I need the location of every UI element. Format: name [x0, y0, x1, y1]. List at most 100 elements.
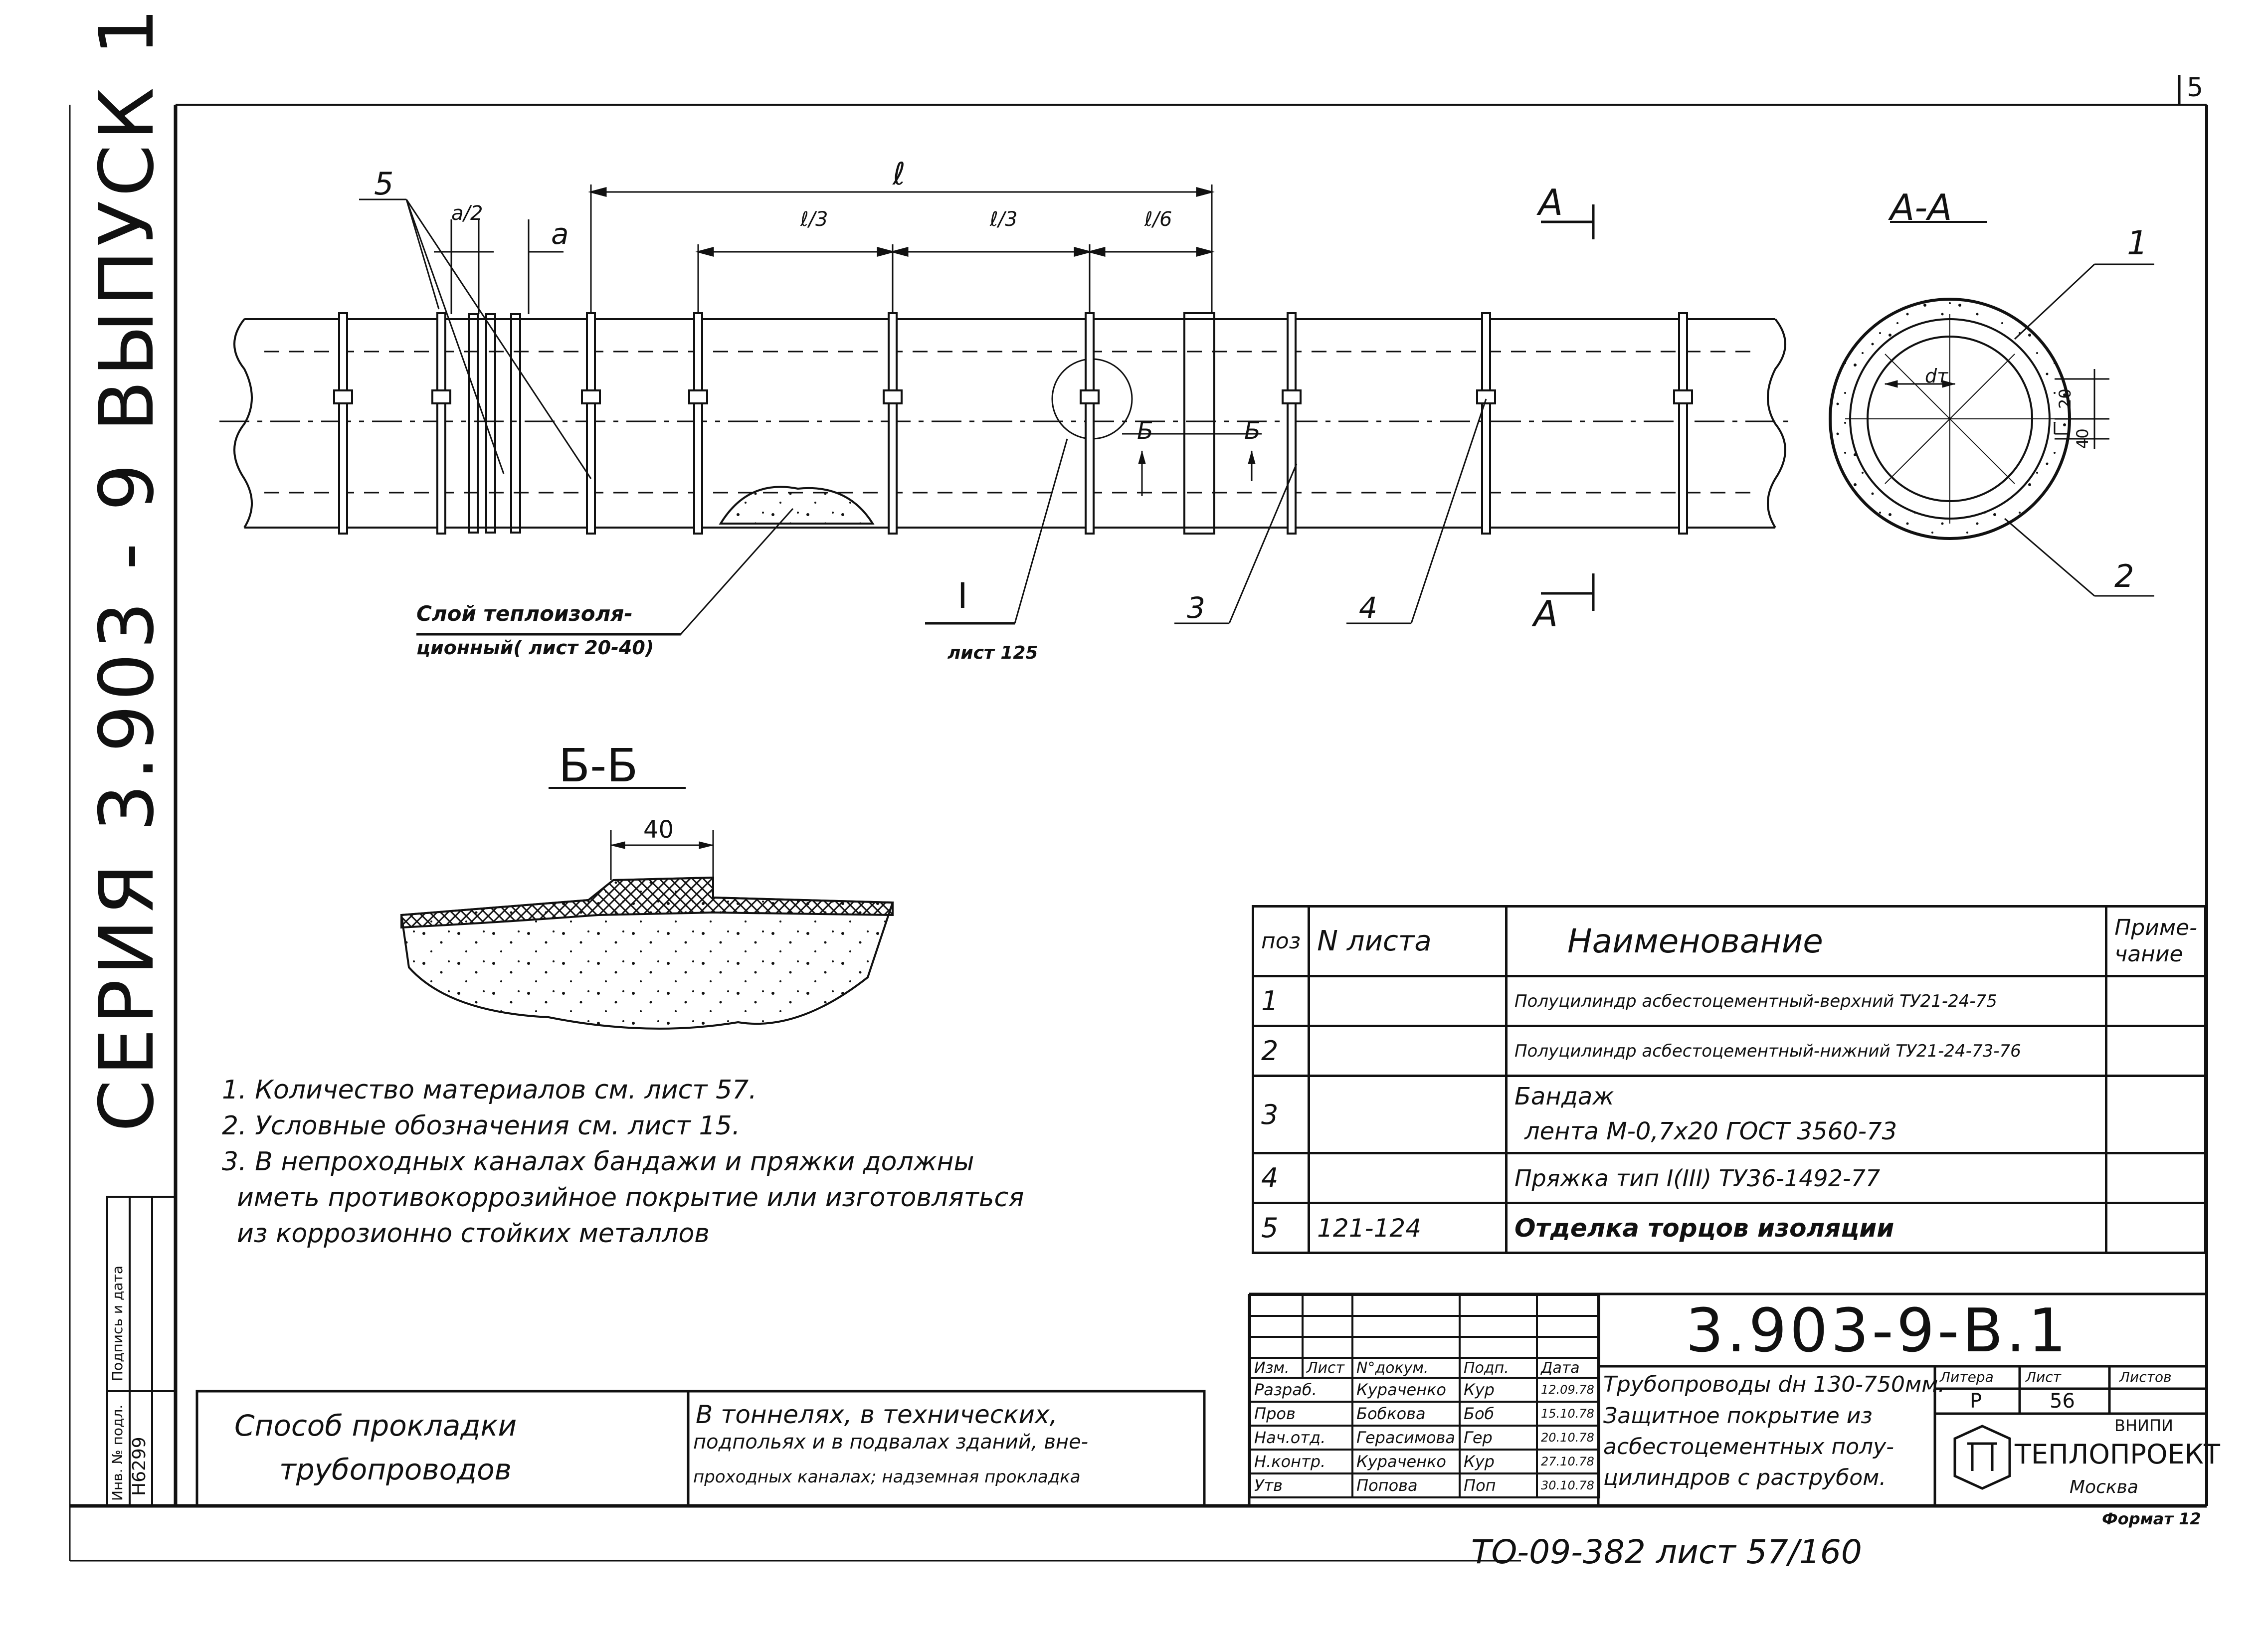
section-mark-b-1: Б	[1137, 417, 1153, 445]
spec-row-note	[2105, 1075, 2207, 1154]
method-value-line2: подпольях и в подвалах зданий, вне-	[693, 1431, 1089, 1454]
spec-row: 4 Пряжка тип I(III) ТУ36-1492-77	[1251, 1152, 2207, 1204]
section-mark-a-bottom: А	[1533, 593, 1558, 635]
dim-l3-1: ℓ/3	[800, 208, 828, 231]
spec-row-note	[2105, 1152, 2207, 1204]
spec-row-name-line1: Пряжка тип I(III) ТУ36-1492-77	[1514, 1164, 1881, 1192]
title-block-code: 3.903-9-В.1	[1686, 1296, 2070, 1366]
tb-staff-role: Пров	[1249, 1401, 1353, 1427]
tb-staff-date: 30.10.78	[1536, 1472, 1600, 1498]
note-2: 2. Условные обозначения см. лист 15.	[222, 1111, 741, 1141]
tb-description-line1: Трубопроводы dн 130-750мм.	[1603, 1372, 1945, 1397]
tb-staff-sign: Гер	[1459, 1425, 1538, 1451]
tb-staff-row: Разраб. Кураченко Кур 12.09.78	[1249, 1377, 1600, 1403]
band-buckle	[1673, 389, 1693, 404]
callout-1: 1	[2127, 224, 2148, 262]
spec-row-pos: 4	[1251, 1152, 1311, 1204]
band-buckle	[688, 389, 708, 404]
tb-staff-row: Нач.отд. Герасимова Гер 20.10.78	[1249, 1425, 1600, 1451]
pipe-band	[338, 312, 348, 535]
spec-header-name: Наименование	[1505, 905, 2108, 977]
section-aa	[1829, 221, 2154, 597]
band-buckle	[1476, 389, 1496, 404]
band-buckle	[333, 389, 353, 404]
spec-row-name-line1: Бандаж	[1514, 1083, 1614, 1111]
tb-header-ndoc: N°докум.	[1351, 1357, 1461, 1379]
tb-staff-role: Н.контр.	[1249, 1449, 1353, 1474]
tb-staff-name: Попова	[1351, 1472, 1461, 1498]
tb-staff-date: 27.10.78	[1536, 1449, 1600, 1474]
tb-description-line3: асбестоцементных полу-	[1603, 1434, 1894, 1460]
spec-row-pos: 5	[1251, 1202, 1311, 1254]
spec-row-sheet: 121-124	[1308, 1202, 1508, 1254]
tb-staff-date: 15.10.78	[1536, 1401, 1600, 1427]
insulation-label-line1: Слой теплоизоля-	[416, 601, 633, 626]
tb-staff-row: Пров Бобкова Боб 15.10.78	[1249, 1401, 1600, 1427]
spec-row-name-line2: лента М-0,7х20 ГОСТ 3560-73	[1524, 1117, 1897, 1145]
spec-row-sheet	[1308, 1075, 1508, 1154]
spec-row-name: Бандаж лента М-0,7х20 ГОСТ 3560-73	[1505, 1075, 2108, 1154]
dim-l: ℓ	[893, 156, 906, 192]
tb-staff-name: Герасимова	[1351, 1425, 1461, 1451]
side-stamp-sign: Подпись и дата	[109, 1266, 126, 1381]
pipe-band	[436, 312, 446, 535]
teploproekt-logo	[1953, 1425, 2011, 1490]
tb-header-list: Лист	[1302, 1357, 1353, 1379]
tb-description-line4: цилиндров с раструбом.	[1603, 1465, 1887, 1490]
section-bb-title: Б-Б	[559, 739, 638, 792]
tb-staff-role: Разраб.	[1249, 1377, 1353, 1403]
spec-row-name-line1: Полуцилиндр асбестоцементный-нижний ТУ21…	[1514, 1041, 2021, 1061]
tb-litera-value: Р	[1970, 1390, 1982, 1413]
pipe-band	[693, 312, 703, 535]
spec-row-sheet	[1308, 1025, 1508, 1077]
tb-staff-role: Утв	[1249, 1472, 1353, 1498]
spec-header-pos: поз	[1251, 905, 1311, 977]
spec-row-pos: 1	[1251, 975, 1311, 1027]
tb-staff-name: Кураченко	[1351, 1449, 1461, 1474]
pipe-band	[1287, 312, 1297, 535]
series-vertical-title: СЕРИЯ 3.903 - 9 ВЫПУСК 1	[84, 4, 171, 1132]
tb-staff-name: Бобкова	[1351, 1401, 1461, 1427]
callout-4: 4	[1359, 591, 1377, 625]
spec-row: 2 Полуцилиндр асбестоцементный-нижний ТУ…	[1251, 1025, 2207, 1077]
tb-staff-name: Кураченко	[1351, 1377, 1461, 1403]
dimension-lines	[434, 184, 1215, 314]
pipe-band	[1085, 312, 1095, 535]
tb-staff-role: Нач.отд.	[1249, 1425, 1353, 1451]
band-buckle	[883, 389, 903, 404]
title-block-header-row: Изм. Лист N°докум. Подп. Дата	[1249, 1357, 1600, 1379]
callout-I: I	[957, 575, 968, 616]
tb-description-line2: Защитное покрытие из	[1603, 1403, 1873, 1429]
spec-header-note-line1: Приме-	[2114, 915, 2197, 940]
pipe-bands	[333, 312, 1693, 535]
band-buckle	[581, 389, 601, 404]
leader-lines	[359, 198, 1487, 636]
pipe-band	[888, 312, 898, 535]
tb-sheets-label: Листов	[2119, 1369, 2172, 1385]
method-value-line1: В тоннелях, в технических,	[696, 1400, 1058, 1429]
tb-staff-row: Утв Попова Поп 30.10.78	[1249, 1472, 1600, 1498]
spec-row-sheet	[1308, 1152, 1508, 1204]
insulation-label-line2: ционный( лист 20-40)	[416, 637, 654, 659]
spec-row-name: Полуцилиндр асбестоцементный-верхний ТУ2…	[1505, 975, 2108, 1027]
band-buckle	[431, 389, 451, 404]
section-mark-b-2: Б	[1244, 417, 1261, 445]
spec-row-name-line1: Полуцилиндр асбестоцементный-верхний ТУ2…	[1514, 991, 1997, 1011]
tb-header-izm: Изм.	[1249, 1357, 1304, 1379]
dim-l3-2: ℓ/3	[990, 208, 1018, 231]
spec-row-name: Отделка торцов изоляции	[1505, 1202, 2108, 1254]
spec-row-name: Пряжка тип I(III) ТУ36-1492-77	[1505, 1152, 2108, 1204]
dim-l6: ℓ/6	[1144, 208, 1172, 231]
band-buckle	[1282, 389, 1302, 404]
tb-litera-label: Литера	[1940, 1369, 1994, 1385]
spec-header-note: Приме- чание	[2105, 905, 2207, 977]
section-aa-dt: dт	[1925, 365, 1948, 387]
band-buckle	[1080, 389, 1100, 404]
side-stamp-frame	[106, 1196, 177, 1507]
spec-header-row: поз N листа Наименование Приме- чание	[1251, 905, 2207, 977]
spec-row-name-line1: Отделка торцов изоляции	[1514, 1213, 1894, 1243]
section-aa-dim-20: 20	[2056, 388, 2075, 409]
spec-row: 5 121-124 Отделка торцов изоляции	[1251, 1202, 2207, 1254]
spec-row: 3 Бандаж лента М-0,7х20 ГОСТ 3560-73	[1251, 1075, 2207, 1154]
